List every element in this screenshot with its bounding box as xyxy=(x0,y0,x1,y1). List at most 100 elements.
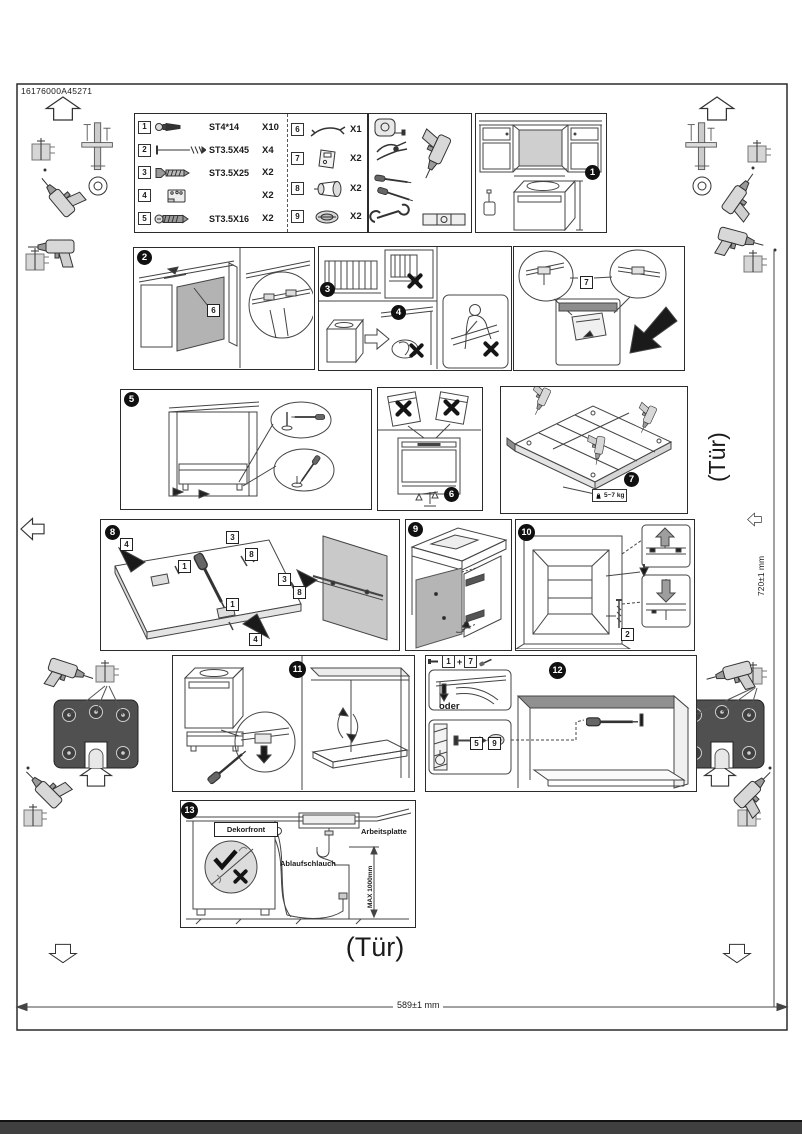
step-8-illustration xyxy=(114,535,388,641)
part-1-callout: 1 xyxy=(226,598,239,611)
step-9-badge: 9 xyxy=(408,522,423,537)
fold-arrow-left-icon xyxy=(20,517,45,541)
parts-list-right-column: 6 X1 7 X2 8 X2 9 xyxy=(288,114,367,232)
threaded-screw-icon xyxy=(154,210,206,228)
weight-range-text: 5~7 kg xyxy=(604,492,625,499)
part-7-callout: 7 xyxy=(464,655,478,668)
step-13-illustration xyxy=(186,808,412,925)
part-1-callout: 1 xyxy=(442,655,455,668)
part-qty: X1 xyxy=(350,124,362,135)
drill-bit-diagram-icon xyxy=(81,122,113,171)
depth-stop-icon xyxy=(31,138,56,161)
step-11-panel xyxy=(172,655,415,792)
step-1-badge: 1 xyxy=(585,165,600,180)
step-9-panel xyxy=(405,519,512,651)
forbidden-x-icon xyxy=(409,343,424,358)
parts-list-left-column: 1 ST4*14 X10 2 ST3.5X45 X4 3 xyxy=(135,114,288,232)
step-11-badge: 11 xyxy=(289,661,306,678)
door-fold-label-bottom: (Tür) xyxy=(345,932,405,962)
part-qty: X2 xyxy=(350,183,362,194)
part-qty: X4 xyxy=(262,144,274,156)
step-8-panel xyxy=(100,519,400,651)
part-3-callout: 3 xyxy=(278,573,291,586)
step-7-illustration xyxy=(506,387,673,495)
door-height-dimension: 720±1 mm xyxy=(756,555,766,596)
part-number-box: 9 xyxy=(291,210,304,223)
tape-measure-icon xyxy=(374,118,406,137)
part-number-box: 2 xyxy=(138,143,151,157)
part-qty: X10 xyxy=(262,121,279,133)
drill-bit-diagram-icon xyxy=(685,122,717,171)
forbidden-x-icon xyxy=(483,341,499,357)
part-7-callout: 7 xyxy=(580,276,593,289)
spirit-level-icon xyxy=(422,213,466,226)
step-10-panel xyxy=(515,519,695,651)
part-6-callout: 6 xyxy=(207,304,220,317)
part-spec: ST3.5X45 xyxy=(209,145,250,156)
depth-stop-icon xyxy=(747,140,772,163)
door-fold-label-right: (Tür) xyxy=(704,432,730,482)
cover-cap-icon xyxy=(307,208,347,226)
step-5-panel xyxy=(120,389,372,510)
template-leader-lines xyxy=(68,685,758,716)
drill-icon xyxy=(523,387,552,417)
part-8-callout: 8 xyxy=(293,586,306,599)
step-10-badge: 10 xyxy=(518,524,535,541)
step-5-illustration xyxy=(168,401,335,499)
fold-arrow-up-icon xyxy=(45,96,81,121)
plus-sign: + xyxy=(457,656,463,667)
part-number-box: 8 xyxy=(291,182,304,195)
parts-row: 1 ST4*14 X10 xyxy=(135,118,287,136)
mounting-bracket-icon xyxy=(154,187,206,205)
door-weight-label: 5~7 kg xyxy=(592,489,628,502)
washer-icon xyxy=(88,176,712,196)
document-code: 16176000A45271 xyxy=(21,86,93,96)
parts-row: 2 ST3.5X45 X4 xyxy=(135,141,287,159)
phillips-screwdriver-icon xyxy=(376,185,415,205)
step-12-illustration xyxy=(428,669,690,789)
bracket-7-illustration xyxy=(518,249,678,366)
step-4-badge: 4 xyxy=(391,305,406,320)
screwdriver-icon xyxy=(586,716,638,728)
parts-row: 6 X1 xyxy=(288,121,367,139)
step-5-badge: 5 xyxy=(124,392,139,407)
step-3-badge: 3 xyxy=(320,282,335,297)
depth-stop-icon xyxy=(23,804,48,827)
spacer-spool-icon xyxy=(307,179,347,199)
max-hose-height-label: MAX 1000mm xyxy=(367,865,374,908)
fold-arrow-down-icon xyxy=(722,943,752,964)
part-spec: ST4*14 xyxy=(209,122,240,133)
fold-arrow-left-icon xyxy=(747,512,762,527)
drill-icon xyxy=(35,164,88,219)
part-number-box: 4 xyxy=(138,189,151,203)
step-6-badge: 6 xyxy=(444,487,459,502)
weight-icon xyxy=(596,493,601,499)
part-qty: X2 xyxy=(262,190,274,202)
part-qty: X2 xyxy=(262,167,274,179)
part-8-callout: 8 xyxy=(245,548,258,561)
parts-row: 3 ST3.5X25 X2 xyxy=(135,164,287,182)
part-number-box: 6 xyxy=(291,123,304,136)
part-9-callout: 9 xyxy=(488,737,501,750)
parts-row: 7 X2 xyxy=(288,148,367,170)
step-2-panel xyxy=(133,247,315,370)
step-12-badge: 12 xyxy=(549,662,566,679)
side-bracket-icon xyxy=(307,148,347,170)
screwdriver-icon xyxy=(205,747,250,786)
part-3-callout: 3 xyxy=(226,531,239,544)
parts-row: 9 X2 xyxy=(288,208,367,226)
step-13-panel xyxy=(180,800,416,928)
pan-head-screw-icon xyxy=(154,118,206,136)
dekorfront-text: Dekorfront xyxy=(226,825,266,834)
screwdriver-icon xyxy=(479,658,493,666)
step-3-4-illustration xyxy=(319,247,509,369)
part-qty: X2 xyxy=(350,211,362,222)
step-1-illustration xyxy=(479,120,602,231)
drill-icon xyxy=(407,127,453,182)
part-1-callout: 1 xyxy=(178,560,191,573)
flat-screwdriver-icon xyxy=(373,173,413,187)
bracket-7-detail-panel xyxy=(513,246,685,371)
screwdriver-icon xyxy=(291,413,325,421)
step-6-illustration xyxy=(378,391,481,507)
